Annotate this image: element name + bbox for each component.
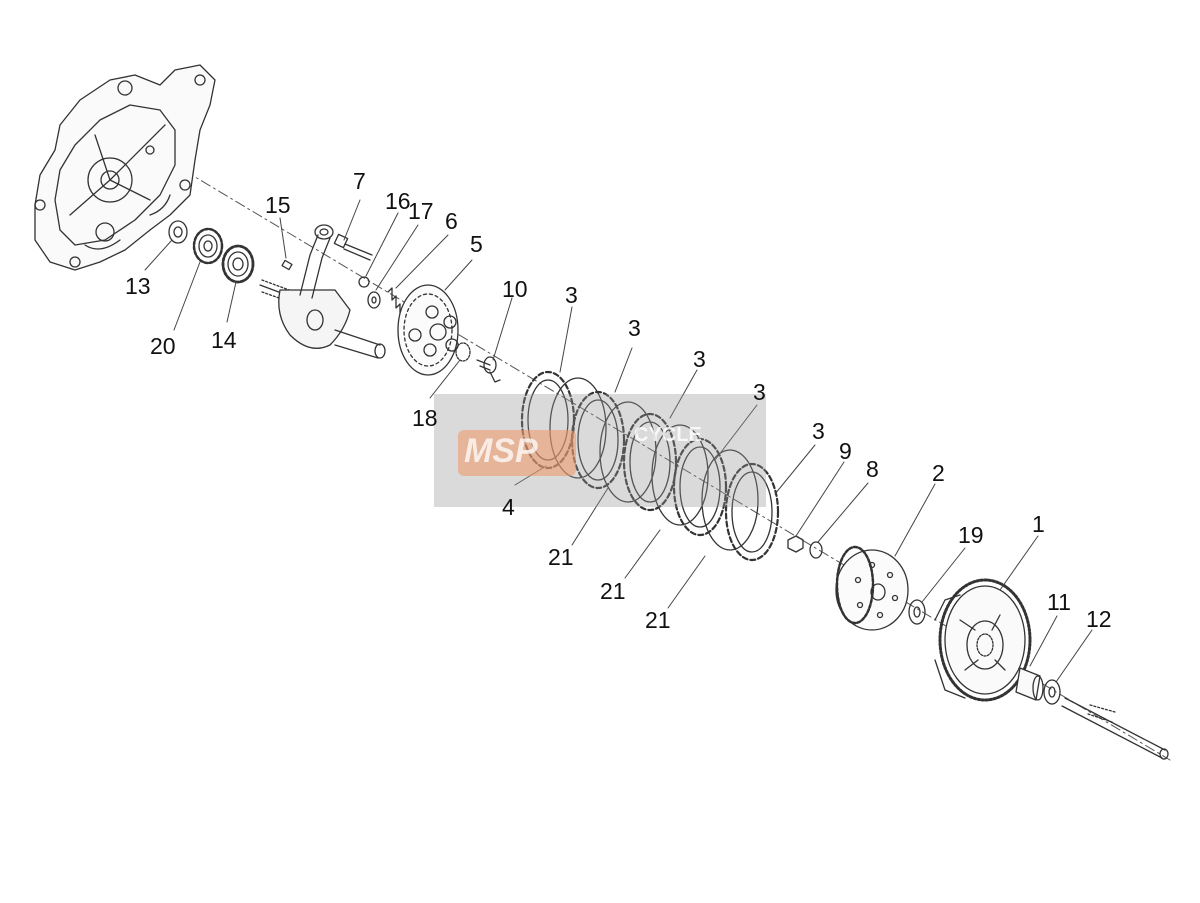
watermark-text-secondary: CYCLE xyxy=(634,424,702,446)
crankshaft-part xyxy=(259,224,386,359)
callout-13: 13 xyxy=(125,273,151,299)
watermark-badge xyxy=(458,430,576,476)
part-13-bearing xyxy=(168,220,188,244)
callout-1: 1 xyxy=(1032,511,1045,537)
callout-11: 11 xyxy=(1047,589,1071,615)
callout-17: 17 xyxy=(408,198,434,224)
part-14-gear xyxy=(221,244,255,284)
callout-20: 20 xyxy=(150,333,176,359)
callout-21a: 21 xyxy=(548,544,574,570)
part-20-gear xyxy=(192,227,224,265)
leader-lines xyxy=(144,199,1093,683)
callout-3b: 3 xyxy=(628,315,641,341)
callout-16: 16 xyxy=(385,188,411,214)
part-2-clutch-hub xyxy=(835,545,909,631)
callout-6: 6 xyxy=(445,208,458,234)
callout-19: 19 xyxy=(958,522,984,548)
part-15-key xyxy=(281,259,293,271)
callout-4: 4 xyxy=(502,494,515,520)
part-1-clutch-basket xyxy=(934,578,1032,702)
callout-2: 2 xyxy=(932,460,945,486)
callout-21c: 21 xyxy=(645,607,671,633)
callout-21b: 21 xyxy=(600,578,626,604)
part-10-push-rod xyxy=(476,356,501,383)
part-7-bolt xyxy=(333,233,373,261)
part-12-washer xyxy=(1043,679,1061,705)
part-8-lock-washer xyxy=(809,541,823,559)
main-shaft-part xyxy=(1061,697,1169,760)
callout-3e: 3 xyxy=(812,418,825,444)
watermark: MSP CYCLE xyxy=(434,394,766,507)
part-17-washer xyxy=(367,291,381,309)
crankcase-cover-part xyxy=(34,64,216,271)
callout-5: 5 xyxy=(470,231,483,257)
part-19-thrust-washer xyxy=(908,599,926,625)
watermark-text: MSP xyxy=(464,432,538,470)
callout-3d: 3 xyxy=(753,379,766,405)
part-11-bushing xyxy=(1015,667,1044,701)
part-18-needle-bearing xyxy=(455,342,471,362)
callout-7: 7 xyxy=(353,168,366,194)
callout-12: 12 xyxy=(1086,606,1112,632)
callout-8: 8 xyxy=(866,456,879,482)
part-16-ring xyxy=(358,276,370,288)
part-5-pressure-plate xyxy=(397,284,459,376)
callout-3a: 3 xyxy=(565,282,578,308)
callout-14: 14 xyxy=(211,327,237,353)
callout-15: 15 xyxy=(265,192,291,218)
callout-3c: 3 xyxy=(693,346,706,372)
callout-9: 9 xyxy=(839,438,852,464)
callout-18: 18 xyxy=(412,405,438,431)
callout-10: 10 xyxy=(502,276,528,302)
part-9-nut xyxy=(787,535,804,553)
